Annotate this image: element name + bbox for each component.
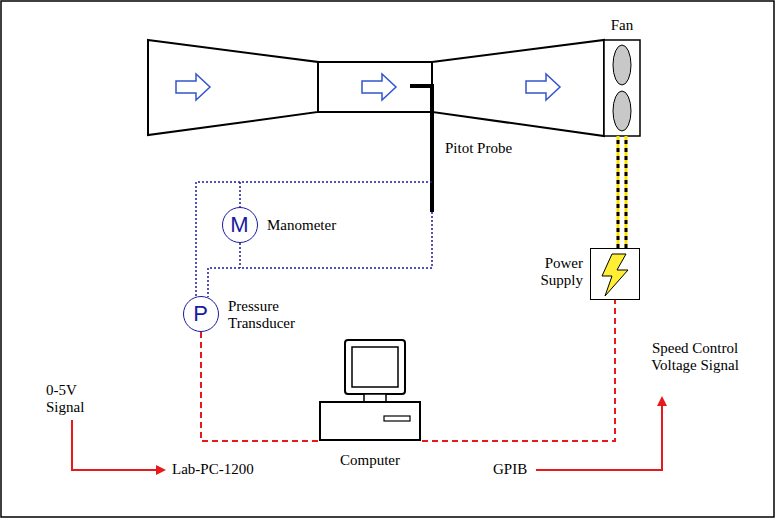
node-label: Fan [611,17,634,34]
pressure-tubing [196,182,432,297]
flow-arrow [526,74,560,100]
power-supply-box: Power Supply [590,248,640,300]
computer-node: Computer [318,338,422,444]
pitot-probe [410,86,432,212]
transducer-circle: PPressure Transducer [183,296,219,332]
node-label: Pressure Transducer [228,298,324,332]
tunnel-diffuser [432,40,604,136]
card-label: Lab-PC-1200 [172,461,254,478]
node-letter: P [193,301,208,327]
signal-arrow [72,420,164,470]
fan-node: Fan [604,40,640,136]
signal-arrow [536,398,662,470]
lightning-symbol [602,254,628,296]
manometer-circle: MManometer [222,207,258,243]
tunnel-inlet [148,40,318,135]
bus-label: GPIB [493,461,527,478]
fan-blade [613,45,631,85]
signal-cable [201,332,318,441]
disk-slot [384,416,410,421]
signal-label: Speed Control Voltage Signal [636,340,754,374]
fan-housing [604,40,640,136]
computer-stand [364,394,386,402]
part-label: Pitot Probe [445,140,512,157]
fan-blade [613,91,631,131]
node-label: Power Supply [521,255,583,289]
node-label: Computer [340,452,400,469]
signal-cable [422,300,615,441]
computer-monitor [345,340,405,394]
computer-base [320,402,420,440]
node-label: Manometer [267,217,336,234]
flow-arrow [362,74,396,100]
node-letter: M [230,212,248,238]
power-cable [618,136,626,248]
computer-screen [352,347,398,387]
flow-arrow [176,74,210,100]
signal-label: 0-5V Signal [46,382,96,416]
